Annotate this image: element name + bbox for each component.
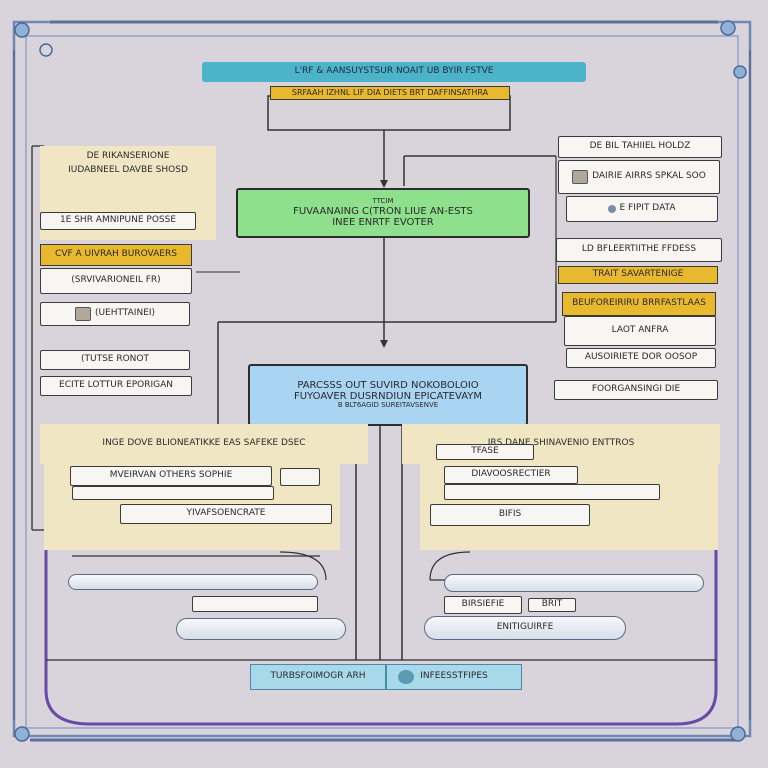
left-item[interactable]: 1E SHR AMNIPUNE POSSE xyxy=(40,212,196,230)
right-item[interactable]: DE BIL TAHIIEL HOLDZ xyxy=(558,136,722,158)
corner-knob-icon xyxy=(730,726,746,742)
footer-link-icon xyxy=(398,670,414,684)
document-thumbnail-icon xyxy=(74,307,91,321)
left-item[interactable]: CVF A UIVRAH BUROVAERS xyxy=(40,244,192,266)
top-bracket xyxy=(267,95,511,131)
corner-knob-icon xyxy=(720,20,736,36)
process-box-blue[interactable]: PARCSSS OUT SUVIRD NOKOBOLOIO FUYOAVER D… xyxy=(248,364,528,426)
corner-knob-icon xyxy=(14,726,30,742)
corner-knob-icon xyxy=(14,22,30,38)
green-tag: TTCIM xyxy=(372,197,394,206)
diagram-title: L'RF & AANSUYSTSUR NOAIT UB BYIR FSTVE xyxy=(202,62,586,82)
cloud-icon xyxy=(608,205,617,213)
left-header-line-2: IUDABNEEL DAVBE SHOSD xyxy=(68,164,188,175)
bottom-left-banner: INGE DOVE BLIONEATIKKE EAS SAFEKE DSEC xyxy=(40,424,368,464)
photo-thumbnail-icon xyxy=(572,170,589,184)
left-item-label: (UEHTTAINEI) xyxy=(94,308,156,319)
blue-line-3: B BLT6AGID SUREITAVSENVE xyxy=(337,401,439,410)
right-item[interactable]: LD BFLEERTIITHE FFDESS xyxy=(556,238,722,262)
bottom-right-pill-lower[interactable]: ENITIGUIRFE xyxy=(424,616,626,640)
bottom-left-row[interactable]: YIVAFSOENCRATE xyxy=(120,504,332,524)
bottom-left-small-box[interactable] xyxy=(192,596,318,612)
green-line-2: INEE ENRTF EVOTER xyxy=(332,216,434,228)
bottom-right-small-label: BIRSIEFIE xyxy=(461,599,505,610)
right-item[interactable]: E FIPIT DATA xyxy=(566,196,718,222)
bottom-left-pill-lower[interactable] xyxy=(176,618,346,640)
process-box-green[interactable]: TTCIM FUVAANAING C(TRON LIUE AN-ESTS INE… xyxy=(236,188,530,238)
diagram-subtitle: SRFAAH IZHNL LIF DIA DIETS BRT DAFFINSAT… xyxy=(270,86,510,100)
footer-label-left[interactable]: TURBSFOIMOGR ARH xyxy=(250,664,386,690)
left-item[interactable]: (UEHTTAINEI) xyxy=(40,302,190,326)
left-header-line-1: DE RIKANSERIONE xyxy=(86,151,170,161)
right-item[interactable]: DAIRIE AIRRS SPKAL SOO xyxy=(558,160,720,194)
right-item[interactable]: LAOT ANFRA xyxy=(564,316,716,346)
left-item[interactable]: ECITE LOTTUR EPORIGAN xyxy=(40,376,192,396)
bottom-right-small-tag[interactable]: BRIT xyxy=(528,598,576,612)
bottom-right-row[interactable]: DIAVOOSRECTIER xyxy=(444,466,578,484)
left-item[interactable]: (TUTSE RONOT xyxy=(40,350,190,370)
blue-line-2: FUYOAVER DUSRNDIUN EPICATEVAYM xyxy=(293,391,482,403)
right-item-label: DAIRIE AIRRS SPKAL SOO xyxy=(592,171,706,182)
right-item[interactable]: BEUFOREIRIRU BRRFASTLAAS xyxy=(562,292,716,316)
right-item[interactable]: FOORGANSINGI DIE xyxy=(554,380,718,400)
right-item[interactable]: AUSOIRIETE DOR OOSOP xyxy=(566,348,716,368)
bottom-right-row[interactable]: BIFIS xyxy=(430,504,590,526)
bottom-right-banner-label: IRS DANE SHINAVENIO ENTTROS xyxy=(487,438,635,449)
blue-line-1: PARCSSS OUT SUVIRD NOKOBOLOIO xyxy=(297,380,479,392)
bottom-right-small-box[interactable]: BIRSIEFIE xyxy=(444,596,522,614)
bottom-right-tag[interactable]: TFASE xyxy=(436,444,534,460)
left-item[interactable]: (SRVIVARIONEIL FR) xyxy=(40,268,192,294)
bottom-left-row[interactable] xyxy=(72,486,274,500)
bottom-left-pill[interactable] xyxy=(68,574,318,590)
right-item[interactable]: TRAIT SAVARTENIGE xyxy=(558,266,718,284)
bottom-left-row-stub[interactable] xyxy=(280,468,320,486)
bottom-right-row[interactable] xyxy=(444,484,660,500)
bottom-left-row[interactable]: MVEIRVAN OTHERS SOPHIE xyxy=(70,466,272,486)
corner-knob-icon xyxy=(733,65,747,79)
right-item-label: E FIPIT DATA xyxy=(619,203,676,214)
green-line-1: FUVAANAING C(TRON LIUE AN-ESTS xyxy=(293,205,473,217)
corner-knob-icon xyxy=(39,43,53,57)
bottom-right-pill[interactable] xyxy=(444,574,704,592)
bottom-loop xyxy=(44,548,718,726)
inner-frame xyxy=(25,35,739,729)
